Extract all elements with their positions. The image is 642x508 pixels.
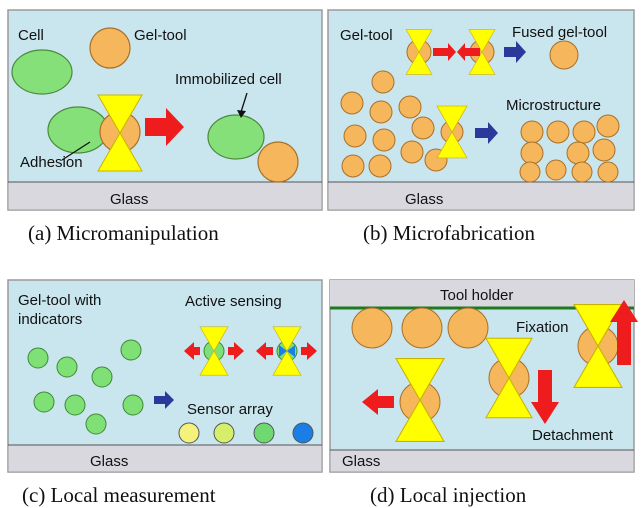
label-microstructure: Microstructure [506, 97, 601, 114]
up-arrow-icon [610, 300, 638, 365]
sensing-indicator [279, 345, 287, 357]
label-fused-gel-tool: Fused gel-tool [512, 24, 607, 41]
blue-arrow-icon [504, 41, 526, 63]
caption-c: (c) Local measurement [22, 483, 216, 507]
fused-gel-tool [549, 40, 579, 70]
label-tool-holder: Tool holder [440, 287, 513, 304]
panel-d: Tool holder Fixation Detachment Glass [329, 279, 638, 473]
pointer-arrowhead-icon [237, 110, 246, 118]
red-arrow-icon [256, 342, 273, 360]
glass-substrate [327, 181, 635, 211]
gel-tool-cluster [340, 70, 464, 178]
panel-c: Gel-tool with indicators Active sensing … [7, 279, 323, 473]
red-arrow-icon [228, 342, 244, 360]
adhesion-pointer [61, 141, 91, 161]
label-cell: Cell [18, 27, 44, 44]
label-glass: Glass [90, 453, 128, 470]
label-fixation: Fixation [516, 319, 569, 336]
red-arrow-icon [184, 342, 200, 360]
red-arrow-icon [433, 43, 456, 61]
glass-substrate [7, 444, 323, 473]
glass-substrate [7, 181, 323, 211]
red-arrow-icon [145, 108, 184, 146]
label-detachment: Detachment [532, 427, 614, 444]
indicator-gel-tools [27, 339, 144, 435]
left-arrow-icon [362, 389, 394, 415]
cell-adhering [47, 106, 109, 154]
panel-a: Cell Gel-tool Immobilized cell Adhesion … [7, 9, 323, 211]
label-sensor-array: Sensor array [187, 401, 273, 418]
sensor-array [178, 422, 314, 444]
blue-arrow-icon [475, 122, 498, 144]
label-gel-tool: Gel-tool [134, 27, 187, 44]
caption-b: (b) Microfabrication [363, 221, 536, 245]
panel-b: Gel-tool Fused gel-tool Microstructure G… [327, 9, 635, 211]
gel-tool-fixed [257, 141, 299, 183]
sensing-indicator [287, 345, 295, 357]
blue-arrow-icon [154, 391, 174, 409]
label-glass: Glass [405, 191, 443, 208]
red-arrow-icon [457, 43, 480, 61]
red-arrow-icon [301, 342, 317, 360]
immobilized-cell [207, 114, 265, 160]
label-immobilized-cell: Immobilized cell [175, 71, 282, 88]
label-gel-tool-indicators-2: indicators [18, 311, 82, 328]
held-gel-tools [351, 307, 489, 349]
label-gel-tool: Gel-tool [340, 27, 393, 44]
label-gel-tool-indicators-1: Gel-tool with [18, 292, 101, 309]
caption-a: (a) Micromanipulation [28, 221, 219, 245]
microstructure [519, 114, 620, 183]
label-glass: Glass [342, 453, 380, 470]
gel-tool [89, 27, 131, 69]
tool-holder [330, 280, 634, 308]
label-active-sensing: Active sensing [185, 293, 282, 310]
label-adhesion: Adhesion [20, 154, 83, 171]
pointer-line [240, 92, 248, 113]
label-glass: Glass [110, 191, 148, 208]
caption-d: (d) Local injection [370, 483, 527, 507]
down-arrow-icon [531, 370, 559, 424]
cell [11, 49, 73, 95]
